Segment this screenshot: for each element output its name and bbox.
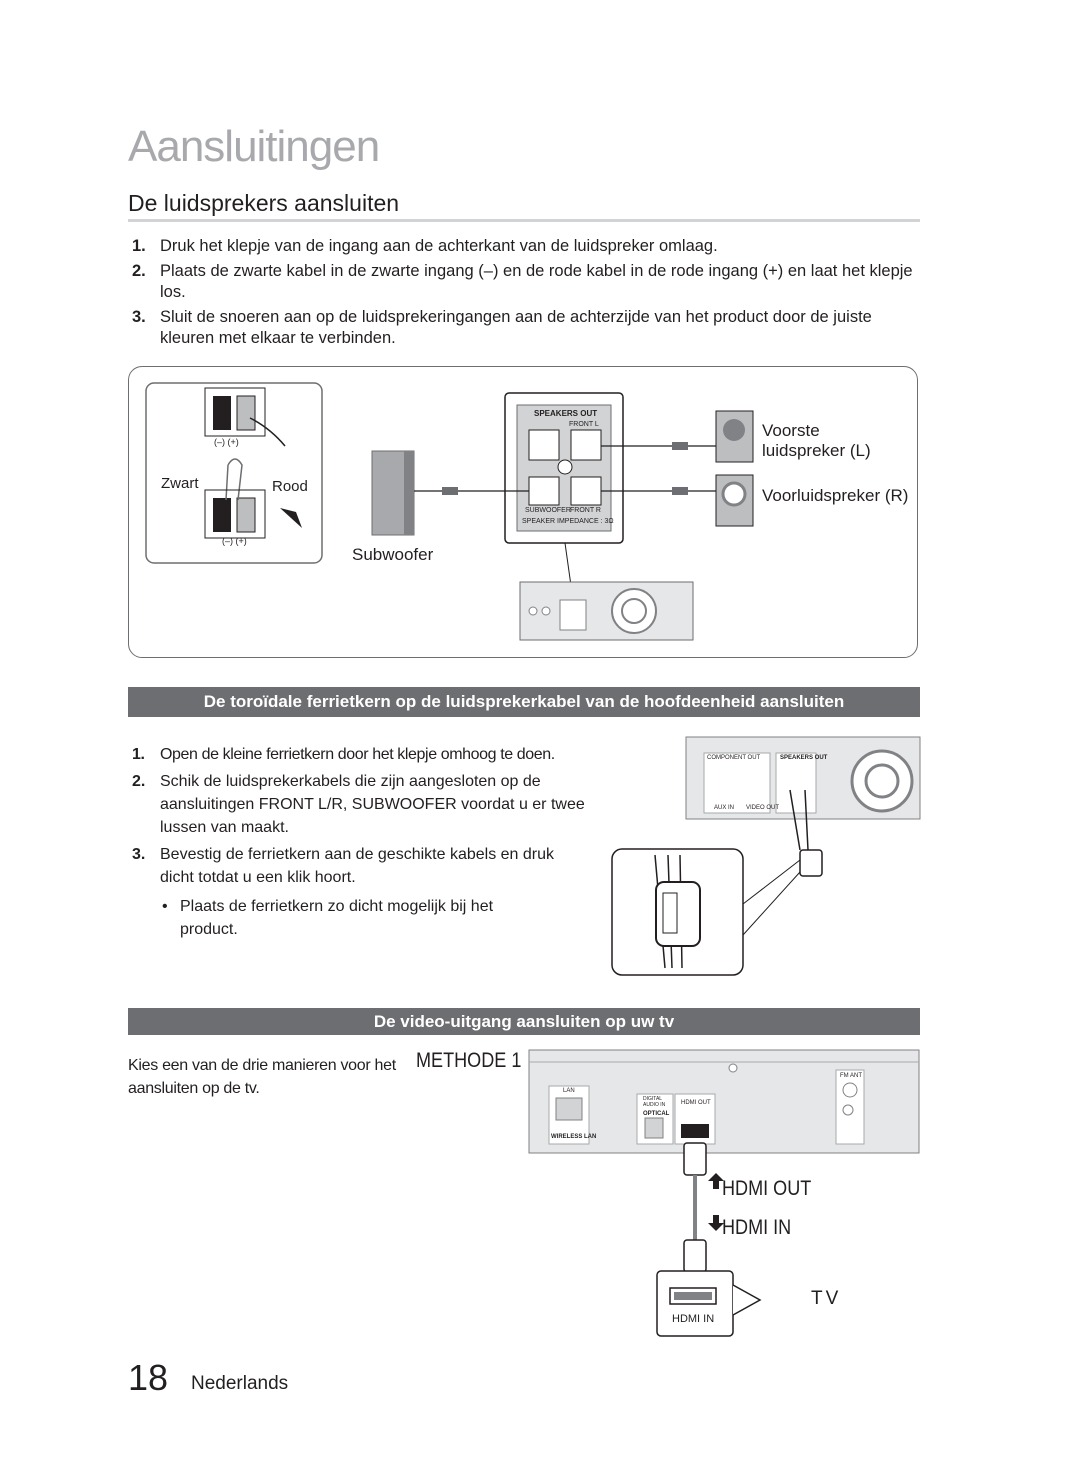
section-bar-ferrite: De toroïdale ferrietkern op de luidsprek…	[128, 687, 920, 717]
front-r-label: FRONT R	[570, 507, 601, 514]
aux-in-label: AUX IN	[714, 805, 735, 811]
speaker-diagram-frame	[128, 366, 918, 658]
bullet-mark: •	[162, 898, 168, 915]
section-bar-video: De video-uitgang aansluiten op uw tv	[128, 1008, 920, 1035]
polarity-label-bottom: (–) (+)	[222, 536, 247, 546]
speakers-out-label: SPEAKERS OUT	[534, 409, 598, 418]
hdmi-out-label: HDMI OUT	[722, 1177, 812, 1200]
label-red: Rood	[272, 478, 308, 495]
section-rule	[128, 219, 920, 222]
label-front-right: Voorluidspreker (R)	[762, 486, 909, 505]
step-item: 1.Druk het klepje van de ingang aan de a…	[132, 237, 718, 255]
polarity-label-top: (–) (+)	[214, 437, 239, 447]
video-out-label: VIDEO OUT	[746, 805, 780, 811]
step-item: 3.Bevestig de ferrietkern aan de geschik…	[132, 846, 555, 886]
subwoofer-port-label: SUBWOOFER	[525, 507, 571, 514]
ferrite-bullet: • Plaats de ferrietkern zo dicht mogelij…	[162, 895, 542, 941]
impedance-label: SPEAKER IMPEDANCE : 3Ω	[522, 518, 614, 525]
digital-audio-label: DIGITAL AUDIO IN	[643, 1096, 666, 1108]
front-l-label: FRONT L	[569, 421, 599, 428]
method-label: METHODE 1	[416, 1049, 522, 1072]
lan-label: LAN	[563, 1088, 575, 1094]
speaker-steps: 1.Druk het klepje van de ingang aan de a…	[128, 236, 918, 353]
hdmi-in-label: HDMI IN	[722, 1216, 792, 1239]
component-out-label: COMPONENT OUT	[707, 755, 761, 761]
tv-hdmi-in-label: HDMI IN	[672, 1313, 715, 1325]
optical-label: OPTICAL	[643, 1111, 670, 1117]
speakers-out-label-2: SPEAKERS OUT	[780, 755, 828, 761]
ferrite-steps: 1.Open de kleine ferrietkern door het kl…	[128, 743, 590, 893]
page-language: Nederlands	[191, 1373, 289, 1394]
step-item: 2.Plaats de zwarte kabel in de zwarte in…	[132, 262, 913, 301]
label-black: Zwart	[161, 475, 199, 492]
label-subwoofer: Subwoofer	[352, 545, 434, 564]
step-item: 3.Sluit de snoeren aan op de luidspreker…	[132, 308, 872, 347]
label-front-left-2: luidspreker (L)	[762, 441, 871, 460]
step-item: 1.Open de kleine ferrietkern door het kl…	[132, 746, 555, 763]
video-intro: Kies een van de drie manieren voor het a…	[128, 1057, 396, 1097]
fm-ant-label: FM ANT	[840, 1073, 862, 1079]
wireless-lan-label: WIRELESS LAN	[551, 1134, 597, 1140]
tv-label: TV	[811, 1288, 842, 1309]
chapter-title: Aansluitingen	[128, 122, 380, 171]
step-item: 2.Schik de luidsprekerkabels die zijn aa…	[132, 773, 585, 836]
hdmi-out-port-label: HDMI OUT	[681, 1100, 711, 1106]
section-title-speakers: De luidsprekers aansluiten	[128, 190, 400, 216]
label-front-left-1: Voorste	[762, 421, 820, 440]
page-number: 18	[128, 1357, 169, 1398]
